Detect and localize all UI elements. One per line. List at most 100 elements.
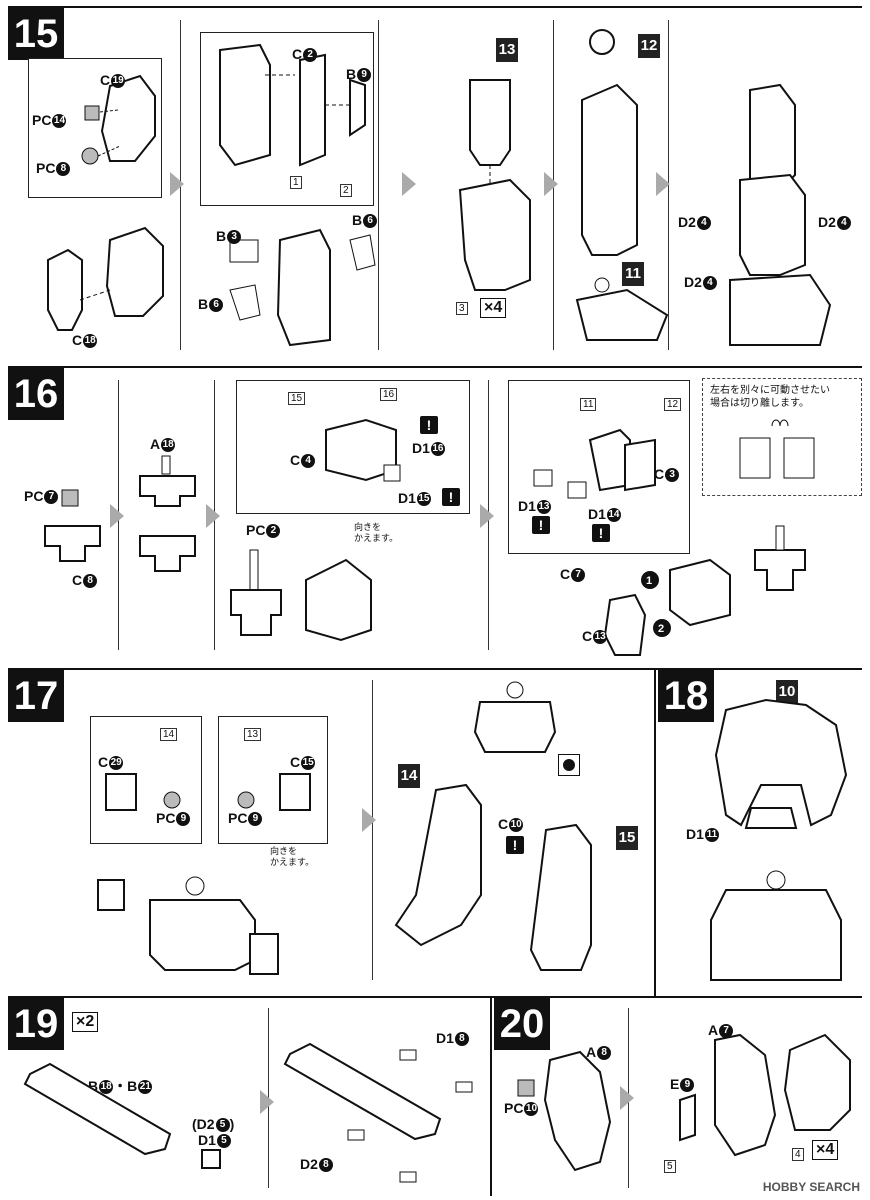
- sticker-tag-13: 13: [244, 728, 262, 741]
- part-rail-assembly: [283, 1042, 473, 1183]
- part-hip-final: 1 2: [603, 525, 806, 656]
- part-waist-top: [473, 681, 557, 753]
- step-16-number: 16: [8, 368, 64, 420]
- warning-icon: !: [592, 524, 610, 542]
- flow-arrow: [620, 1086, 634, 1110]
- warning-icon: !: [532, 516, 550, 534]
- multiplier-x2: ×2: [72, 1012, 99, 1032]
- sticker-tag-5: 5: [664, 1160, 676, 1173]
- divider-15-16: [8, 366, 862, 368]
- subassembly-15: 15: [616, 826, 638, 850]
- sticker-tag-4: 4: [792, 1148, 804, 1161]
- note-cut-apart: 左右を別々に可動させたい 場合は切り離します。: [710, 385, 830, 409]
- flow-arrow: [544, 172, 558, 196]
- sticker-tag-14: 14: [160, 728, 178, 741]
- part-c19-assembly: [81, 74, 156, 165]
- flow-arrow: [402, 172, 416, 196]
- part-shin-assembly: [229, 228, 376, 347]
- frame-top-line: [8, 6, 862, 8]
- part-c3: [533, 428, 656, 499]
- part-body-assembly: [710, 698, 848, 981]
- step-19-number: 19: [8, 998, 64, 1050]
- multiplier-x4-20: ×4: [812, 1140, 839, 1160]
- part-a18-stack: [139, 455, 196, 572]
- part-c8: [44, 489, 101, 562]
- flow-arrow: [260, 1090, 274, 1114]
- warning-icon: !: [506, 836, 524, 854]
- subassembly-12: 12: [638, 34, 660, 58]
- flow-arrow: [206, 504, 220, 528]
- sticker-tag-2: 2: [340, 184, 352, 197]
- ball-joint-icon: [558, 754, 580, 776]
- part-c15: [237, 773, 311, 811]
- part-a8: [517, 1050, 612, 1172]
- divider-16-17: [8, 668, 862, 670]
- part-hip-joint: [230, 549, 372, 642]
- part-d1-5: [201, 1149, 221, 1169]
- multiplier-x4: ×4: [480, 298, 507, 318]
- sticker-tag-3: 3: [456, 302, 468, 315]
- sticker-tag-16: 16: [380, 388, 398, 401]
- warning-icon: !: [420, 416, 438, 434]
- svg-text:1: 1: [646, 575, 652, 587]
- divider-17-18: [654, 668, 656, 998]
- flow-arrow: [656, 172, 670, 196]
- flow-arrow: [480, 504, 494, 528]
- flow-arrow: [170, 172, 184, 196]
- note-turn-around-17: 向きを かえます。: [270, 846, 315, 867]
- subassembly-11: 11: [622, 262, 644, 286]
- part-b18-b21: [23, 1062, 172, 1156]
- part-leg-13: [458, 79, 531, 291]
- svg-text:2: 2: [658, 623, 664, 635]
- divider-17-19: [8, 996, 862, 998]
- part-leg-complete: [729, 83, 832, 346]
- divider-19-20: [490, 996, 492, 1196]
- part-c2-b9: [219, 43, 366, 167]
- step-20-number: 20: [494, 998, 550, 1050]
- flow-arrow: [110, 504, 124, 528]
- watermark-text: HOBBY SEARCH: [762, 1180, 860, 1194]
- part-c29: [105, 773, 181, 811]
- sticker-tag-12: 12: [664, 398, 682, 411]
- sticker-tag-1: 1: [290, 176, 302, 189]
- part-c4: [325, 418, 401, 482]
- step-18-number: 18: [658, 670, 714, 722]
- part-a7-e9: [679, 1033, 851, 1157]
- part-legs-pair: [394, 783, 592, 971]
- col-line: [378, 20, 379, 350]
- note-turn-around: 向きを かえます。: [354, 522, 399, 543]
- part-leg-lower: [47, 226, 164, 331]
- sticker-tag-11: 11: [580, 398, 597, 411]
- step-17-number: 17: [8, 670, 64, 722]
- part-cut-pieces: [739, 419, 815, 479]
